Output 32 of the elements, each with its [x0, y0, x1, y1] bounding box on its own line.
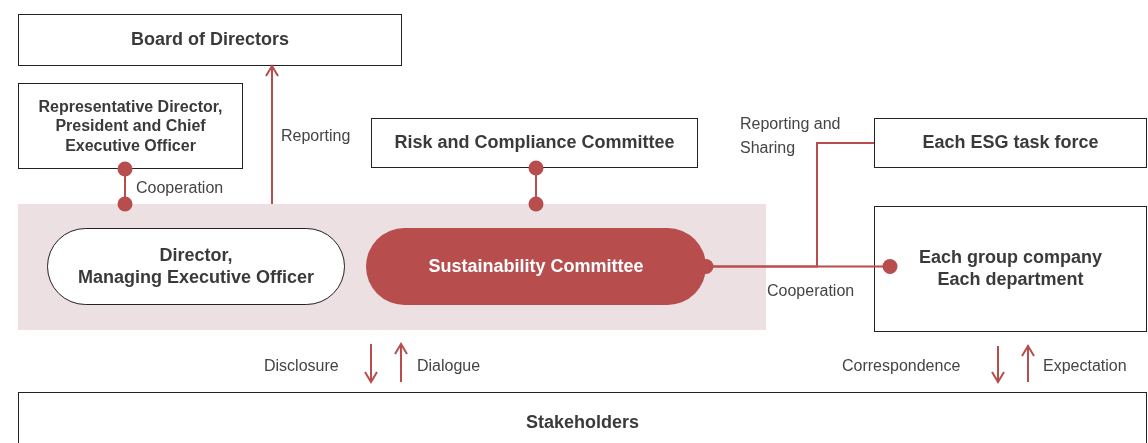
node-label: Sustainability Committee [428, 255, 644, 278]
edge-label: Dialogue [417, 356, 481, 376]
arrow [991, 345, 1005, 383]
box [874, 118, 1147, 168]
node-label: Board of Directors [131, 29, 289, 51]
arrow [1021, 345, 1035, 383]
node-label: Each group company [918, 247, 1102, 269]
box [18, 392, 1147, 443]
committee-band [18, 204, 766, 330]
node-label: Each ESG task force [922, 132, 1099, 154]
connector-line [117, 161, 133, 212]
arrow [265, 65, 279, 205]
node-label: Stakeholders [525, 411, 639, 434]
node-label: Representative Director, President and Chief Executive Officer [37, 97, 224, 155]
node-label: Risk and Compliance Committee [394, 132, 675, 154]
edge-label: Disclosure [264, 356, 339, 376]
edge-label: Reporting and Sharing [740, 114, 842, 158]
edge-label: Cooperation [767, 281, 855, 301]
node-label: Director, [159, 244, 233, 267]
box [371, 118, 698, 168]
edge-label: Expectation [1043, 356, 1127, 376]
connector-line [528, 160, 544, 212]
edge-label: Reporting [281, 126, 351, 146]
arrow [364, 343, 378, 383]
edge-label: Correspondence [842, 356, 961, 376]
edge-label: Cooperation [136, 178, 224, 198]
node-label: Managing Executive Officer [77, 266, 315, 289]
node-label: Each department [937, 269, 1084, 291]
box [18, 14, 402, 66]
arrow [394, 343, 408, 383]
box [874, 206, 1147, 332]
box [18, 83, 243, 169]
